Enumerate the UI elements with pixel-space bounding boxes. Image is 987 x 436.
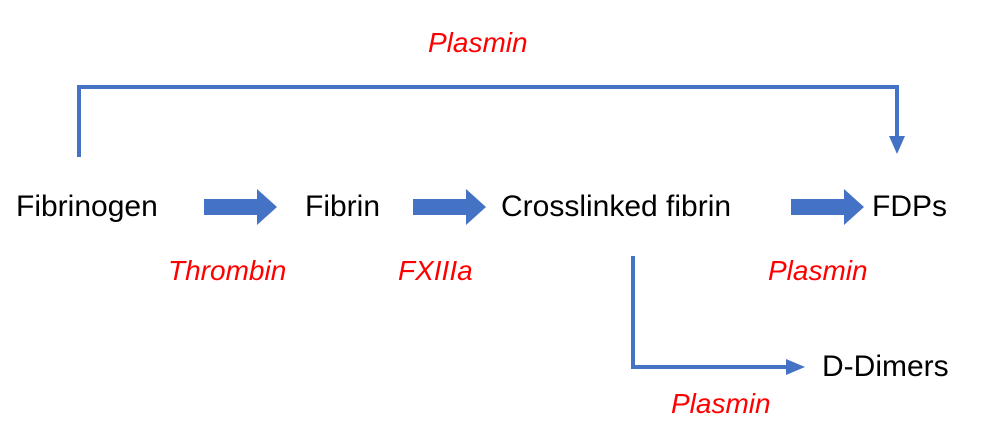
node-fibrinogen: Fibrinogen — [16, 190, 158, 223]
enzyme-label-plasmin-fdps: Plasmin — [768, 255, 868, 286]
node-d-dimers: D-Dimers — [822, 350, 949, 383]
fdps-connector-arrowhead — [889, 136, 905, 154]
enzyme-label-plasmin-ddimers: Plasmin — [671, 388, 771, 419]
node-fibrin: Fibrin — [305, 190, 381, 223]
enzyme-label-plasmin-top: Plasmin — [428, 27, 528, 58]
node-fdps: FDPs — [872, 190, 947, 223]
fibrinogen-to-fdps-connector — [77, 85, 899, 157]
ddimers-connector-arrowhead — [786, 359, 805, 375]
crosslinked-to-fdps-arrow — [791, 189, 864, 225]
enzyme-label-thrombin: Thrombin — [168, 255, 287, 286]
fibrin-to-crosslinked-arrow — [413, 189, 486, 225]
fibrinogen-to-fibrin-arrow — [204, 189, 277, 225]
enzyme-label-fxiiia: FXIIIa — [398, 255, 473, 286]
node-crosslinked-fibrin: Crosslinked fibrin — [501, 190, 732, 223]
crosslinked-to-ddimers-connector — [631, 256, 788, 369]
